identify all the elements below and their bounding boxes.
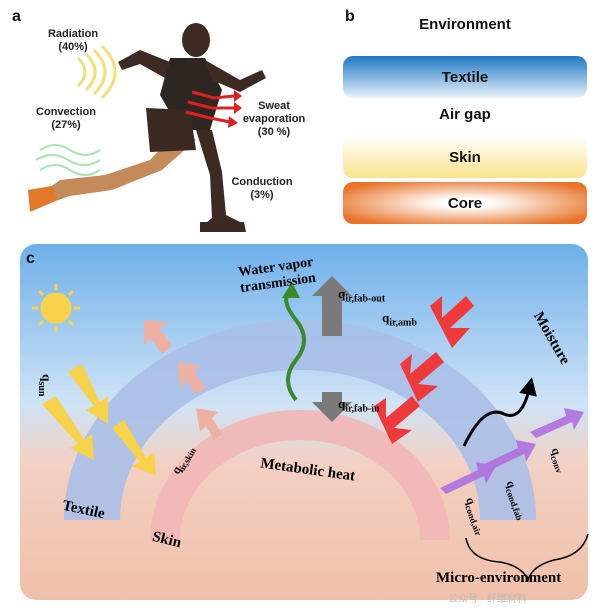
convection-arrows-icon xyxy=(440,408,584,494)
gray-ir-arrows-icon xyxy=(312,276,352,422)
environment-label: Environment xyxy=(419,16,511,33)
ambient-ir-arrows-icon xyxy=(374,296,474,444)
solar-arrows-icon xyxy=(42,364,156,476)
runner-illustration xyxy=(28,23,266,232)
runner-silhouette xyxy=(38,23,266,230)
core-layer: Core xyxy=(343,182,587,224)
conduction-label: Conduction (3%) xyxy=(231,176,293,201)
moisture-arrow xyxy=(462,377,537,447)
air-gap-label: Air gap xyxy=(439,106,491,123)
shoe-right-icon xyxy=(200,222,246,232)
q-sun-label: qsun xyxy=(35,374,55,397)
shoe-left-icon xyxy=(28,186,58,212)
textile-layer: Textile xyxy=(343,56,587,98)
skin-ir-arrows-icon xyxy=(144,320,222,440)
panel-c-letter: c xyxy=(26,250,35,267)
panel-a-letter: a xyxy=(12,8,21,25)
micro-environment-label: Micro-environment xyxy=(436,570,562,586)
sun-icon xyxy=(32,284,80,332)
radiation-label: Radiation (40%) xyxy=(47,28,99,53)
q-ir-fab-out-label: qir,fab-out xyxy=(338,286,386,305)
skin-layer: Skin xyxy=(343,136,587,178)
sweat-evaporation-label: Sweat evaporation (30 %) xyxy=(242,100,306,138)
panel-b-letter: b xyxy=(345,8,355,25)
micro-env-brace xyxy=(465,533,589,583)
water-vapor-wave xyxy=(284,288,306,402)
q-ir-amb-label: qir,amb xyxy=(382,310,417,329)
sweat-arrows-icon xyxy=(185,90,235,124)
watermark-text: 公众号 · 纤维材料 xyxy=(448,594,527,605)
convection-waves-icon xyxy=(35,144,101,176)
skin-band xyxy=(150,410,450,540)
convection-label: Convection (27%) xyxy=(36,106,96,131)
q-ir-fab-in-label: qir,fab-in xyxy=(338,396,380,415)
radiation-waves-icon xyxy=(76,44,117,100)
